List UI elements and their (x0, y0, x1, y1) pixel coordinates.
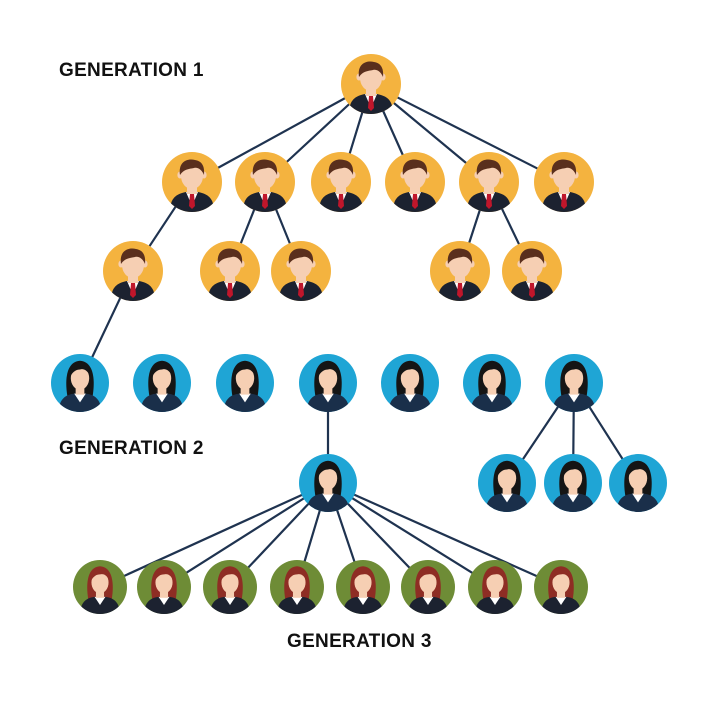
businesswoman-avatar-icon (51, 354, 109, 412)
tree-connectors (90, 95, 625, 578)
businesswoman-avatar-icon (216, 354, 274, 412)
connector-line (348, 109, 364, 157)
connector-line (381, 108, 405, 158)
connector-line (391, 100, 469, 166)
businessman-avatar-icon (271, 241, 331, 301)
businessman-avatar-icon (430, 241, 490, 301)
connector-line (349, 496, 475, 575)
businessman-avatar-icon (162, 152, 222, 212)
tree-nodes (51, 54, 667, 614)
businesswoman-avatar-icon (299, 454, 357, 512)
connector-line (587, 404, 625, 462)
businesswoman-avatar-icon (544, 454, 602, 512)
connector-line (520, 404, 561, 462)
generation-3-label: GENERATION 3 (287, 631, 432, 652)
redhead-woman-avatar-icon (73, 560, 127, 614)
redhead-woman-avatar-icon (203, 560, 257, 614)
businessman-avatar-icon (341, 54, 401, 114)
connector-line (147, 204, 178, 249)
connector-line (303, 507, 322, 565)
redhead-woman-avatar-icon (401, 560, 455, 614)
redhead-woman-avatar-icon (137, 560, 191, 614)
connector-line (284, 101, 352, 165)
connector-line (274, 206, 292, 247)
businesswoman-avatar-icon (609, 454, 667, 512)
connector-line (246, 501, 311, 570)
generation-1-label: GENERATION 1 (59, 60, 204, 81)
connector-line (184, 496, 307, 575)
businesswoman-avatar-icon (381, 354, 439, 412)
businesswoman-avatar-icon (478, 454, 536, 512)
connector-line (345, 501, 412, 571)
businessman-avatar-icon (200, 241, 260, 301)
redhead-woman-avatar-icon (270, 560, 324, 614)
businesswoman-avatar-icon (299, 354, 357, 412)
businesswoman-avatar-icon (463, 354, 521, 412)
connector-line (335, 507, 357, 565)
connector-line (215, 96, 348, 170)
connector-line (239, 207, 256, 246)
redhead-woman-avatar-icon (468, 560, 522, 614)
businesswoman-avatar-icon (133, 354, 191, 412)
redhead-woman-avatar-icon (534, 560, 588, 614)
businessman-avatar-icon (235, 152, 295, 212)
businessman-avatar-icon (311, 152, 371, 212)
connector-line (394, 95, 541, 171)
businessman-avatar-icon (502, 241, 562, 301)
businesswoman-avatar-icon (545, 354, 603, 412)
generation-2-label: GENERATION 2 (59, 438, 204, 459)
businessman-avatar-icon (103, 241, 163, 301)
businessman-avatar-icon (459, 152, 519, 212)
connector-line (500, 206, 521, 247)
redhead-woman-avatar-icon (336, 560, 390, 614)
connector-line (467, 207, 482, 246)
businessman-avatar-icon (385, 152, 445, 212)
connector-line (90, 295, 123, 360)
businessman-avatar-icon (534, 152, 594, 212)
